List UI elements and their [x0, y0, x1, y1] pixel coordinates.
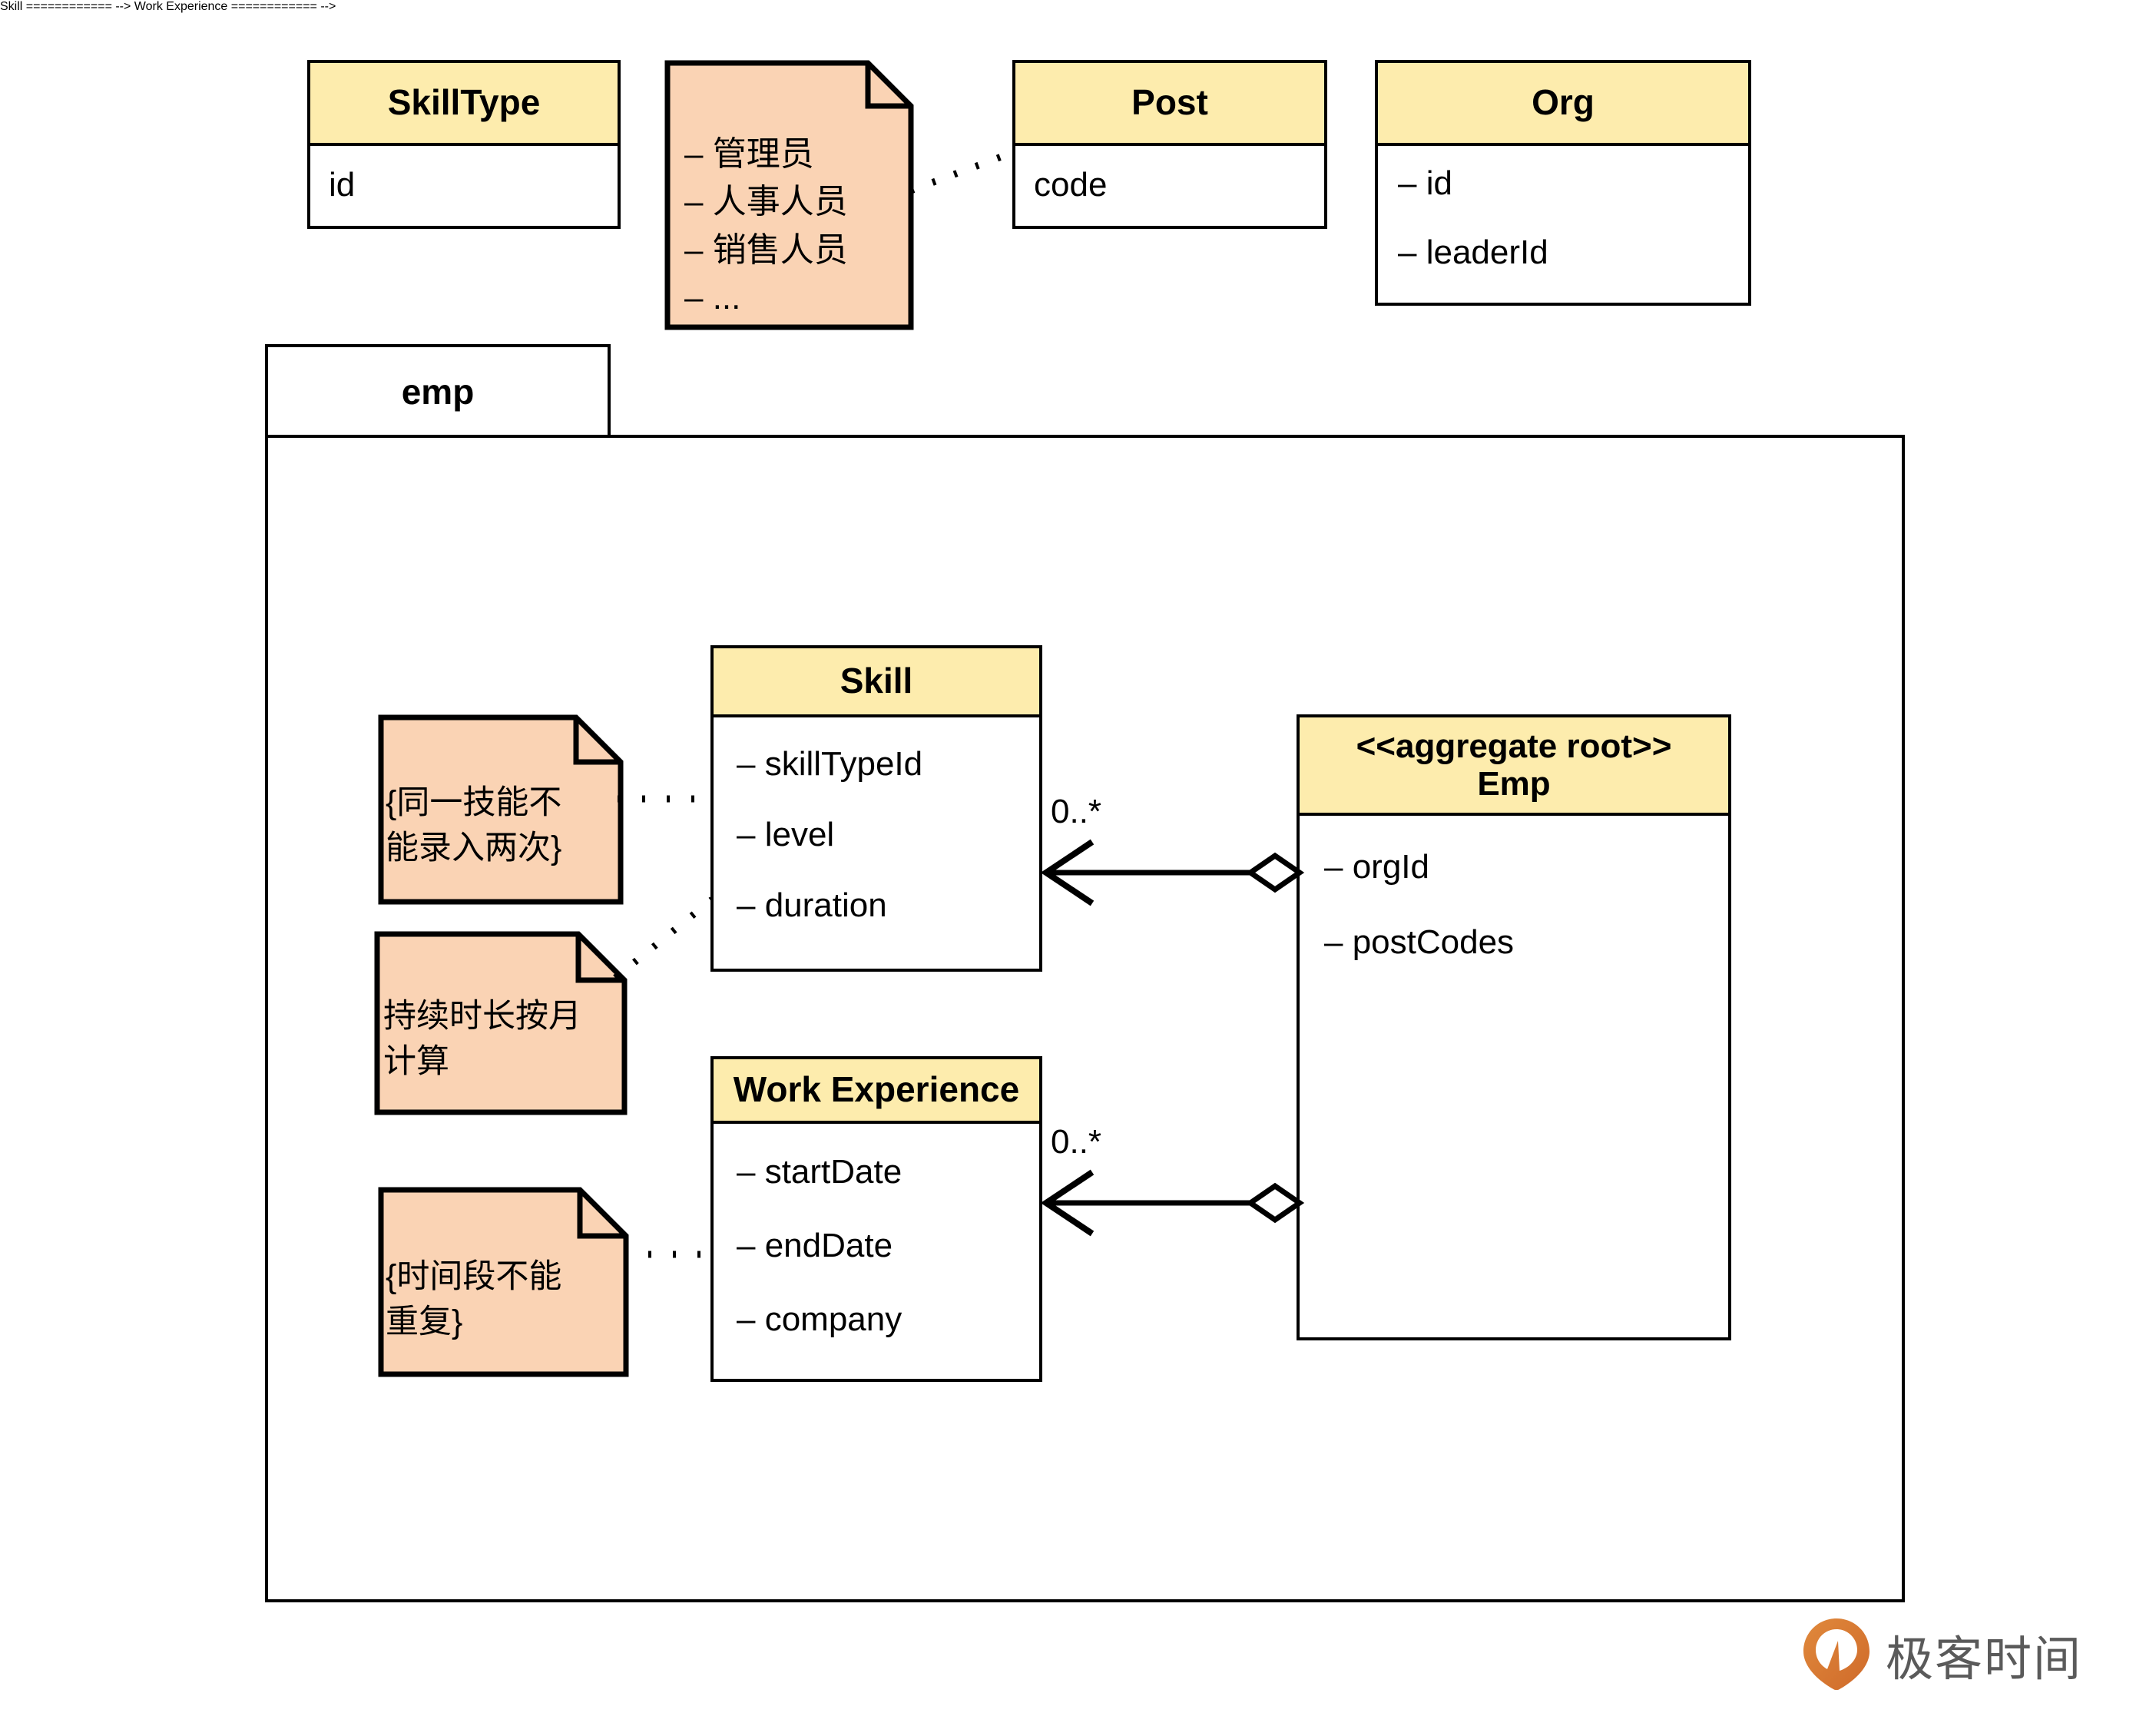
multiplicity-emp-workexperience: 0..* [1051, 1123, 1102, 1161]
note-skill-unique-text: {同一技能不 能录入两次} [386, 784, 562, 867]
attribute-startdate: – startDate [737, 1153, 902, 1191]
class-skilltype-name: SkillType [387, 82, 541, 123]
connector-note-post [909, 148, 1015, 194]
attribute-enddate: – endDate [737, 1227, 893, 1264]
brand-logo: 极客时间 [1801, 1617, 2082, 1692]
package-emp-body [265, 435, 1905, 1602]
class-emp[interactable]: <<aggregate root>> Emp – orgId – postCod… [1297, 714, 1731, 1340]
attribute-level: – level [737, 816, 835, 853]
class-emp-stereotype: <<aggregate root>> [1356, 727, 1672, 765]
class-org-name: Org [1532, 82, 1595, 123]
attribute-id: id [329, 166, 356, 204]
class-workexperience[interactable]: Work Experience – startDate – endDate – … [710, 1056, 1042, 1382]
attribute-skilltypeid: – skillTypeId [737, 745, 923, 783]
class-post-name: Post [1131, 82, 1208, 123]
class-skill[interactable]: Skill – skillTypeId – level – duration [710, 645, 1042, 972]
class-skilltype-header: SkillType [310, 63, 618, 146]
class-post-body: code [1015, 146, 1324, 229]
note-skill-unique[interactable]: {同一技能不 能录入两次} [378, 714, 624, 905]
class-skill-name: Skill [840, 661, 913, 701]
note-period-unique[interactable]: {时间段不能 重复} [378, 1187, 629, 1377]
attribute-postcodes: – postCodes [1324, 923, 1515, 961]
class-workexperience-body: – startDate – endDate – company [714, 1124, 1039, 1382]
class-emp-name: Emp [1477, 765, 1551, 803]
class-org[interactable]: Org – id – leaderId [1375, 60, 1751, 306]
note-duration-month[interactable]: 持续时长按月 计算 [374, 931, 628, 1115]
class-skilltype-body: id [310, 146, 618, 229]
attribute-company: – company [737, 1300, 902, 1338]
geekbang-pin-icon [1803, 1618, 1870, 1691]
note-post-values[interactable]: – 管理员 – 人事人员 – 销售人员 – ... [664, 60, 914, 330]
note-shape-icon [378, 714, 624, 905]
multiplicity-emp-skill: 0..* [1051, 793, 1102, 830]
class-workexperience-header: Work Experience [714, 1059, 1039, 1124]
attribute-duration: – duration [737, 886, 887, 924]
class-skill-header: Skill [714, 648, 1039, 717]
brand-name: 极客时间 [1886, 1631, 2083, 1687]
note-shape-icon [378, 1187, 629, 1377]
class-post-header: Post [1015, 63, 1324, 146]
class-org-header: Org [1378, 63, 1748, 146]
class-post[interactable]: Post code [1012, 60, 1327, 229]
class-org-body: – id – leaderId [1378, 146, 1748, 306]
class-emp-header: <<aggregate root>> Emp [1300, 717, 1728, 816]
note-shape-icon [374, 931, 628, 1115]
note-shape-icon [664, 60, 914, 330]
package-emp-label: emp [401, 372, 475, 412]
attribute-orgid: – orgId [1324, 848, 1429, 886]
class-workexperience-name: Work Experience [733, 1069, 1020, 1110]
note-duration-month-text: 持续时长按月 计算 [383, 998, 581, 1081]
note-post-values-text: – 管理员 – 人事人员 – 销售人员 – ... [684, 135, 848, 317]
package-emp-tab[interactable]: emp [265, 344, 611, 436]
class-emp-body: – orgId – postCodes [1300, 816, 1728, 1337]
class-skilltype[interactable]: SkillType id [307, 60, 621, 229]
class-skill-body: – skillTypeId – level – duration [714, 717, 1039, 972]
note-period-unique-text: {时间段不能 重复} [386, 1258, 562, 1341]
attribute-id: – id [1398, 164, 1452, 202]
attribute-code: code [1034, 166, 1108, 204]
attribute-leaderid: – leaderId [1398, 234, 1548, 271]
